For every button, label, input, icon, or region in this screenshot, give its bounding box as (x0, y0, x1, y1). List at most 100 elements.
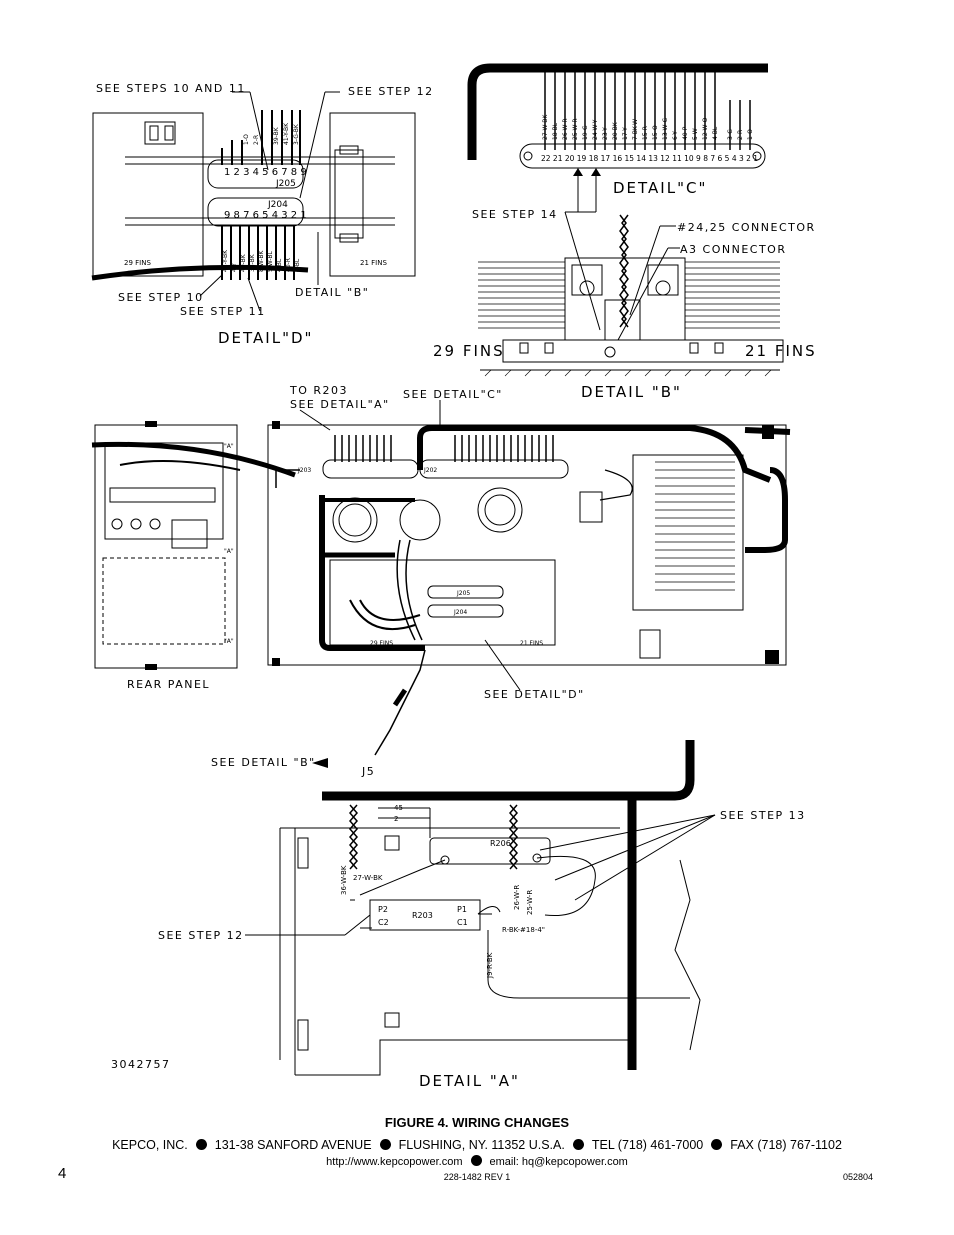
c1-label: C1 (457, 918, 468, 927)
c2-label: C2 (378, 918, 389, 927)
detail-d (91, 91, 416, 312)
detail-c (467, 63, 768, 212)
website-link[interactable]: http://www.kepcopower.com (326, 1156, 463, 1168)
svg-text:17-Y: 17-Y (622, 127, 629, 140)
svg-text:15-O: 15-O (652, 125, 659, 140)
wire-j9-label: J9-R-BK (486, 952, 494, 979)
detail-a (245, 740, 716, 1076)
see-detail-c-label: SEE DETAIL"C" (403, 388, 503, 401)
detail-b-arrow (312, 758, 328, 768)
detail-c-pins: 22 21 20 19 18 17 16 15 14 13 12 11 10 9… (541, 154, 758, 163)
svg-text:4-BL: 4-BL (294, 258, 301, 272)
svg-text:4-BL: 4-BL (276, 258, 283, 272)
document-number: 228-1482 REV 1 (443, 1172, 511, 1182)
see-step-12-label: SEE STEP 12 (348, 85, 434, 98)
city-address: FLUSHING, NY. 11352 U.S.A. (398, 1138, 565, 1152)
svg-text:1-O: 1-O (747, 129, 754, 140)
detail-a-see-step-12-label: SEE STEP 12 (158, 929, 244, 942)
bullet-icon (379, 1139, 391, 1150)
r206-label: R206 (490, 839, 511, 848)
wire-rbk-label: R-BK-#18-4" (502, 926, 545, 934)
r203-label: R203 (412, 911, 433, 920)
bullet-icon (572, 1139, 584, 1150)
assembly-29-fins: 29 FINS (370, 640, 393, 647)
detail-d-bottom-wire-labels: 42-Y-BK 4-Y 40-BK 38-BK 8-W-BK 5-W-BL 4-… (222, 249, 301, 272)
bullet-icon (470, 1155, 482, 1166)
svg-text:4-Y: 4-Y (231, 263, 238, 272)
see-detail-b-label: SEE DETAIL "B" (211, 756, 316, 769)
svg-text:1-O: 1-O (243, 134, 250, 145)
svg-text:2-R: 2-R (737, 130, 744, 140)
cabinet-clips (145, 421, 779, 670)
assembly-j205-label: J205 (456, 590, 470, 597)
see-step-14-label: SEE STEP 14 (472, 208, 558, 221)
j204-pins: 9 8 7 6 5 4 3 2 1 (224, 210, 307, 221)
svg-text:42-Y-BK: 42-Y-BK (222, 249, 229, 272)
detail-b-29-fins: 29 FINS (433, 342, 505, 360)
wire-25-label: 25-W-R (526, 890, 534, 915)
detail-d-title: DETAIL"D" (218, 329, 313, 347)
svg-text:5-W-BL: 5-W-BL (267, 251, 274, 272)
wire-45-label: 45 (394, 804, 403, 812)
svg-text:12-W-O: 12-W-O (702, 117, 709, 140)
p2-label: P2 (378, 905, 388, 914)
wire-26-label: 26-W-R (513, 885, 521, 910)
telephone: TEL (718) 461-7000 (591, 1138, 704, 1152)
svg-text:4-BL: 4-BL (712, 126, 719, 140)
web-line: http://www.kepcopower.com email: hq@kepco… (0, 1155, 954, 1168)
wire-36-label: 36-W-BK (340, 865, 348, 895)
detail-d-29-fins: 29 FINS (124, 259, 151, 267)
see-step-11-label: SEE STEP 11 (180, 305, 266, 318)
rear-panel-label: REAR PANEL (127, 678, 210, 691)
fax: FAX (718) 767-1102 (730, 1138, 842, 1152)
figure-caption: FIGURE 4. WIRING CHANGES (384, 1115, 570, 1130)
detail-b-title: DETAIL "B" (581, 383, 682, 401)
assembly-j204-label: J204 (453, 609, 467, 616)
svg-text:23-Y: 23-Y (602, 127, 609, 140)
detail-d-21-fins: 21 FINS (360, 259, 387, 267)
company-name: KEPCO, INC. (112, 1138, 188, 1152)
connector-24-25-label: #24,25 CONNECTOR (677, 221, 816, 234)
svg-text:3-G-BK: 3-G-BK (293, 123, 300, 145)
svg-text:7-BK-W: 7-BK-W (632, 119, 639, 140)
j205-label: J205 (275, 179, 296, 189)
j204-label: J204 (267, 200, 288, 210)
detail-c-wire-labels: 27-W-BK 18-BL 26-W-R 25-W-R 19-G 24-W-Y … (542, 114, 754, 140)
svg-text:8-W-BK: 8-W-BK (258, 250, 265, 272)
svg-text:13-W-G: 13-W-G (662, 117, 669, 140)
j5-label: J5 (361, 765, 375, 778)
svg-text:25-W-R: 25-W-R (572, 118, 579, 140)
page-number: 4 (58, 1165, 67, 1182)
svg-text:40-P: 40-P (682, 126, 689, 140)
see-step-10-label: SEE STEP 10 (118, 291, 204, 304)
svg-text:5-W: 5-W (692, 128, 699, 140)
see-steps-10-11-label: SEE STEPS 10 AND 11 (96, 82, 246, 95)
detail-b-reference: DETAIL "B" (295, 286, 369, 299)
p1-label: P1 (457, 905, 467, 914)
email-link[interactable]: email: hq@kepcopower.com (489, 1156, 628, 1168)
date-code: 052804 (843, 1172, 874, 1182)
svg-text:3-G: 3-G (727, 129, 734, 140)
wire-2-label: 2 (394, 815, 398, 823)
j205-pins: 1 2 3 4 5 6 7 8 9 (224, 167, 307, 178)
svg-text:40-R: 40-R (285, 258, 292, 272)
j203-label: J203 (297, 467, 311, 474)
svg-text:41-Y-BK: 41-Y-BK (283, 122, 290, 145)
svg-text:27-W-BK: 27-W-BK (542, 114, 549, 140)
svg-text:19-G: 19-G (582, 125, 589, 140)
detail-b-21-fins: 21 FINS (745, 342, 817, 360)
bullet-icon (195, 1139, 207, 1150)
a3-connector-label: A3 CONNECTOR (680, 243, 786, 256)
terminal-a-middle: "A" (224, 548, 234, 555)
detail-a-title: DETAIL "A" (419, 1072, 520, 1090)
svg-text:18-BL: 18-BL (552, 122, 559, 140)
to-r203-label: TO R203 (289, 384, 348, 397)
svg-text:15-R: 15-R (642, 126, 649, 140)
detail-b (478, 211, 784, 377)
see-detail-d-label: SEE DETAIL"D" (484, 688, 585, 701)
wiring-drawing: SEE STEPS 10 AND 11 SEE STEP 12 SEE STEP… (91, 63, 817, 1090)
svg-text:2-R: 2-R (253, 135, 260, 145)
assembly-21-fins: 21 FINS (520, 640, 543, 647)
detail-d-top-wire-labels: 1-O 2-R 39-BK 41-Y-BK 3-G-BK (243, 122, 300, 145)
